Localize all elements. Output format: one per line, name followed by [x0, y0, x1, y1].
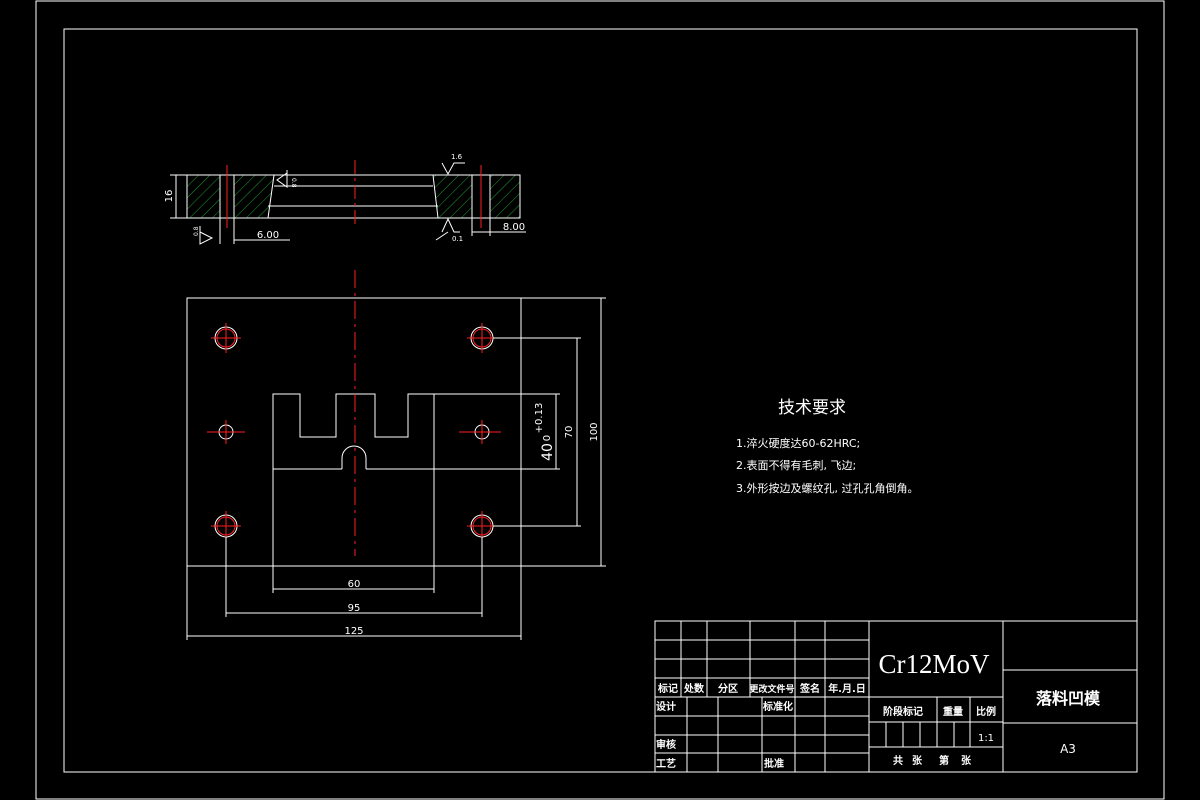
tb-lbl-gongyi: 工艺 — [656, 757, 676, 770]
dim-100: 100 — [589, 422, 600, 441]
tech-req-item-1: 1.淬火硬度达60-62HRC; — [736, 436, 860, 450]
tb-lbl-biaozhunhua: 标准化 — [762, 700, 793, 713]
sheet-inner-border — [63, 28, 1138, 773]
roughness-symbol-top — [441, 162, 465, 176]
dim-70: 70 — [564, 426, 575, 439]
tb-hdr-date: 年.月.日 — [828, 682, 866, 695]
tb-lbl-zhang2: 张 — [961, 754, 972, 767]
tb-lbl-zhang1: 张 — [912, 754, 923, 767]
tb-lbl-pizhun: 批准 — [764, 757, 784, 770]
hatch-right-2 — [490, 175, 520, 218]
tb-lbl-jieduan: 阶段标记 — [883, 705, 923, 718]
tb-hdr-chushu: 处数 — [683, 682, 705, 695]
tb-lbl-sheji: 设计 — [656, 700, 676, 713]
dim-60: 60 — [348, 579, 361, 590]
title-block: 标记 处数 分区 更改文件号 签名 年.月.日 设计 标准化 审核 工艺 批准 … — [654, 620, 1138, 773]
die-opening-profile — [272, 393, 435, 566]
plate-outline — [186, 297, 522, 567]
section-outline — [186, 174, 521, 219]
leader — [435, 231, 449, 241]
tb-hdr-biaoji: 标记 — [657, 682, 678, 695]
hole-tr — [467, 323, 497, 353]
dim-40: 40 — [540, 443, 556, 461]
tb-hdr-qianming: 签名 — [799, 682, 820, 695]
dim-8: 8.00 — [503, 222, 525, 233]
roughness-symbol-side — [276, 170, 288, 188]
dim-thickness: 16 — [164, 190, 175, 203]
hatch-right-1 — [433, 175, 472, 218]
hole-tl — [211, 323, 241, 353]
roughness-bottom-value: 0.1 — [452, 235, 463, 243]
tb-lbl-gong: 共 — [893, 754, 903, 767]
dim-6: 6.00 — [257, 230, 279, 241]
hole-br — [467, 511, 497, 541]
tb-lbl-bili: 比例 — [976, 705, 996, 718]
hatch-left-1 — [187, 175, 220, 218]
roughness-left-value: 0.8 — [193, 226, 200, 236]
hole-ml — [207, 420, 245, 444]
section-cavity-right — [432, 174, 439, 219]
section-cavity-left — [267, 174, 275, 219]
roughness-top-value: 1.6 — [451, 153, 463, 161]
tb-hdr-fenqu: 分区 — [718, 682, 738, 695]
dim-40-tol-lower: 0 — [542, 435, 553, 441]
sheet-outer-border — [35, 0, 1165, 800]
tb-hdr-gengai: 更改文件号 — [749, 683, 794, 695]
tech-req-item-2: 2.表面不得有毛刺, 飞边; — [736, 458, 856, 472]
dim-125: 125 — [344, 626, 363, 637]
tb-sheet-size: A3 — [1060, 742, 1076, 756]
die-notch-arc — [341, 445, 367, 469]
plan-view: 60 95 125 40 +0.13 0 70 100 — [186, 270, 606, 640]
tb-lbl-di: 第 — [939, 754, 949, 767]
tb-lbl-shenhe: 审核 — [656, 738, 676, 751]
dim-95: 95 — [348, 603, 361, 614]
roughness-side-value: 0.8 — [290, 178, 297, 188]
roughness-symbol-bottom — [441, 217, 460, 233]
dim-40-tol-upper: +0.13 — [534, 403, 545, 434]
tb-part-name: 落料凹模 — [1036, 689, 1101, 708]
tech-req-title: 技术要求 — [778, 398, 846, 418]
hole-bl — [211, 511, 241, 541]
hole-mr — [459, 420, 501, 444]
tb-lbl-zhongliang: 重量 — [943, 705, 963, 718]
hatch-left-2 — [234, 175, 274, 218]
tech-req-item-3: 3.外形按边及螺纹孔, 过孔孔角倒角。 — [736, 481, 919, 495]
tb-scale: 1:1 — [978, 733, 994, 744]
tech-requirements: 技术要求 1.淬火硬度达60-62HRC; 2.表面不得有毛刺, 飞边; 3.外… — [736, 398, 919, 495]
roughness-symbol-left — [199, 226, 214, 245]
section-view: 16 6.00 8.00 1.6 0.1 0.8 0.8 — [164, 153, 526, 245]
tb-material: Cr12MoV — [878, 649, 990, 679]
